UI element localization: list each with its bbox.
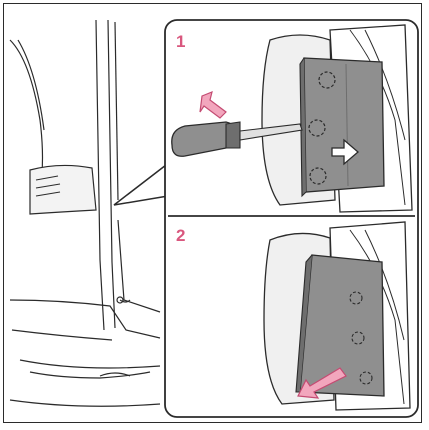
vehicle-rear-view [10, 20, 160, 406]
callout-pointer [114, 165, 168, 205]
step-number-2: 2 [176, 226, 185, 246]
step2-drawing [264, 222, 410, 410]
step-number-1: 1 [176, 32, 185, 52]
